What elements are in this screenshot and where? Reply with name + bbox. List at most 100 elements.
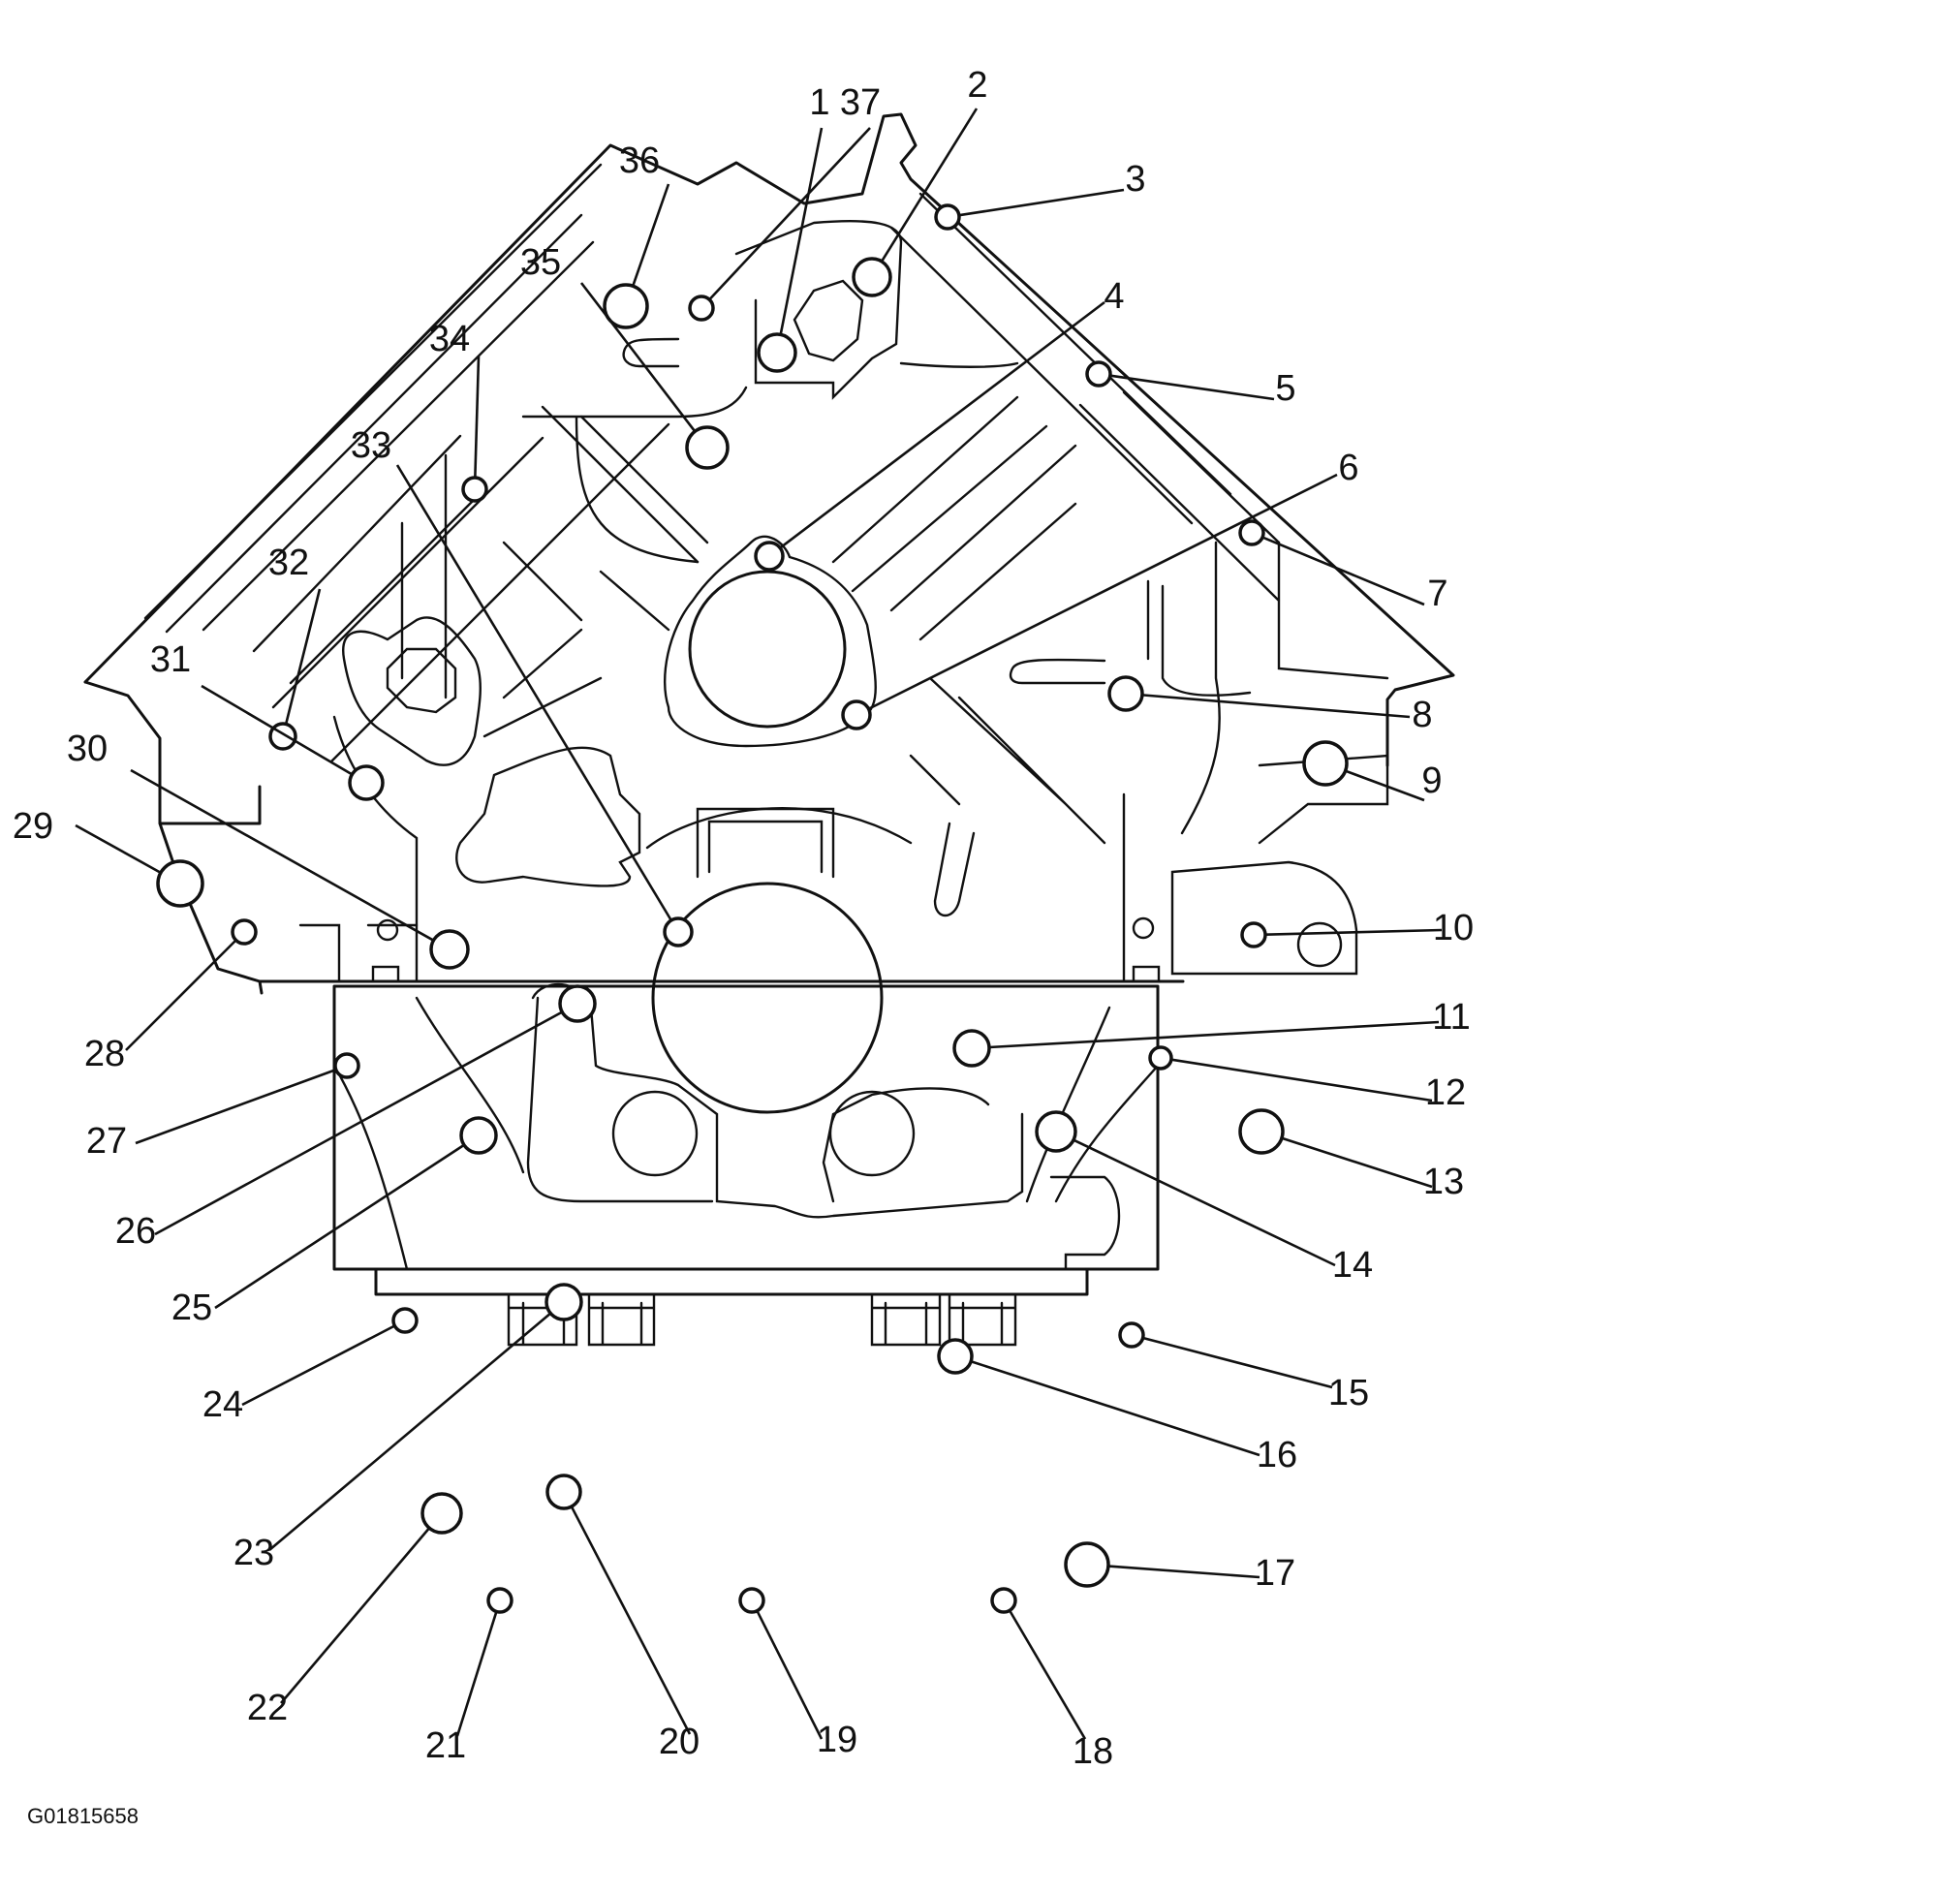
- leader-line-16: [970, 1360, 1260, 1457]
- valley-bar: [899, 361, 1019, 368]
- leader-line-24: [241, 1324, 395, 1407]
- callout-label-37: 37: [840, 82, 881, 123]
- leader-line-18: [1008, 1609, 1087, 1740]
- leader-line-25: [214, 1143, 465, 1310]
- left-pump-pocket: [386, 647, 457, 714]
- callout-label-18: 18: [1073, 1731, 1113, 1772]
- left-bank-inner-1: [143, 163, 603, 653]
- callout-label-15: 15: [1328, 1373, 1369, 1413]
- left-bank-edge: [83, 680, 262, 983]
- bolt-hole-11: [952, 1029, 991, 1068]
- oil-pan-rail: [374, 1267, 1089, 1296]
- bolt-hole-19: [738, 1587, 765, 1614]
- valley-rib-left: [502, 405, 709, 632]
- valley-floor: [521, 386, 748, 564]
- callout-label-22: 22: [247, 1688, 288, 1728]
- small-hole-right: [1132, 916, 1155, 940]
- bolt-hole-9: [1302, 740, 1349, 787]
- left-pump-boss: [342, 616, 482, 766]
- leader-line-17: [1107, 1565, 1260, 1579]
- bolt-hole-14: [1035, 1110, 1077, 1153]
- crank-slot: [696, 807, 835, 879]
- valley-upper: [734, 220, 903, 400]
- left-bank-outer: [83, 112, 1455, 767]
- leader-line-2: [880, 108, 979, 263]
- valley-rib-lower-right: [909, 676, 1106, 845]
- bolt-hole-13: [1238, 1108, 1285, 1155]
- bolt-hole-27: [333, 1052, 360, 1079]
- callout-label-2: 2: [967, 65, 987, 106]
- slot-arm-11: [933, 822, 976, 917]
- bolt-hole-30: [429, 929, 470, 970]
- callout-label-32: 32: [268, 543, 309, 583]
- callout-label-13: 13: [1423, 1162, 1464, 1202]
- leader-line-19: [756, 1610, 824, 1740]
- right-boss-plate: [1170, 860, 1358, 976]
- callout-label-25: 25: [171, 1288, 212, 1328]
- lower-bore-left: [611, 1090, 699, 1177]
- callout-label-35: 35: [520, 242, 561, 283]
- small-hole-left: [376, 918, 399, 942]
- left-bank-inner-2: [271, 422, 670, 763]
- callout-label-6: 6: [1338, 448, 1358, 488]
- block-casting: [83, 112, 1455, 1347]
- lower-left-curve: [332, 996, 525, 1271]
- leader-line-5: [1109, 374, 1275, 401]
- valley-rib-lower-left: [482, 628, 603, 738]
- bolt-hole-24: [391, 1307, 419, 1334]
- dowel-right: [1132, 965, 1161, 983]
- bolt-hole-12: [1148, 1045, 1173, 1071]
- right-bore: [1296, 921, 1343, 968]
- leader-line-37: [708, 127, 871, 301]
- callout-label-16: 16: [1257, 1435, 1297, 1475]
- lower-right-curve: [1025, 1006, 1160, 1203]
- bolt-hole-7: [1238, 519, 1265, 546]
- valley-rib-right: [831, 395, 1077, 641]
- callout-label-17: 17: [1255, 1553, 1295, 1594]
- bolt-hole-23: [544, 1283, 583, 1321]
- callout-label-3: 3: [1125, 159, 1145, 200]
- bolt-hole-33: [663, 916, 694, 947]
- lower-body-outline: [332, 984, 1160, 1271]
- leader-line-35: [579, 282, 697, 433]
- bolt-holes: [156, 203, 1349, 1614]
- upper-bore: [688, 570, 847, 729]
- callout-label-12: 12: [1425, 1072, 1466, 1113]
- bolt-hole-25: [459, 1116, 498, 1155]
- bolt-hole-28: [231, 918, 258, 946]
- bolt-hole-3: [934, 203, 961, 231]
- leader-line-23: [268, 1312, 552, 1551]
- leader-line-27: [135, 1068, 337, 1145]
- bolt-hole-35: [685, 425, 730, 470]
- lower-boss-outline: [526, 983, 1024, 1219]
- leader-line-31: [201, 684, 354, 776]
- callout-label-19: 19: [817, 1720, 857, 1760]
- callout-label-24: 24: [202, 1384, 243, 1425]
- callout-label-23: 23: [233, 1533, 274, 1573]
- leader-line-9: [1345, 769, 1425, 802]
- left-web: [332, 453, 448, 983]
- leader-line-32: [284, 588, 322, 725]
- lower-bore-right: [828, 1090, 916, 1177]
- leader-line-6: [867, 473, 1338, 710]
- leader-line-10: [1264, 928, 1443, 936]
- bolt-hole-29: [156, 859, 204, 908]
- callout-label-7: 7: [1427, 574, 1447, 614]
- dowel-left: [371, 965, 400, 983]
- callout-label-9: 9: [1421, 761, 1442, 801]
- callout-label-10: 10: [1433, 908, 1474, 948]
- slot-arm-8: [1009, 579, 1252, 697]
- callout-label-21: 21: [425, 1725, 466, 1766]
- left-boss-plate: [455, 746, 641, 887]
- callout-label-31: 31: [150, 639, 191, 680]
- upper-pocket: [793, 279, 864, 362]
- leader-line-13: [1281, 1136, 1433, 1189]
- leader-line-12: [1170, 1058, 1433, 1102]
- crank-bore: [651, 882, 884, 1114]
- bolt-hole-26: [558, 984, 597, 1023]
- leader-line-4: [779, 300, 1105, 549]
- bolt-hole-2: [852, 257, 892, 297]
- leader-lines: [75, 108, 1443, 1740]
- bolt-hole-37: [688, 295, 715, 322]
